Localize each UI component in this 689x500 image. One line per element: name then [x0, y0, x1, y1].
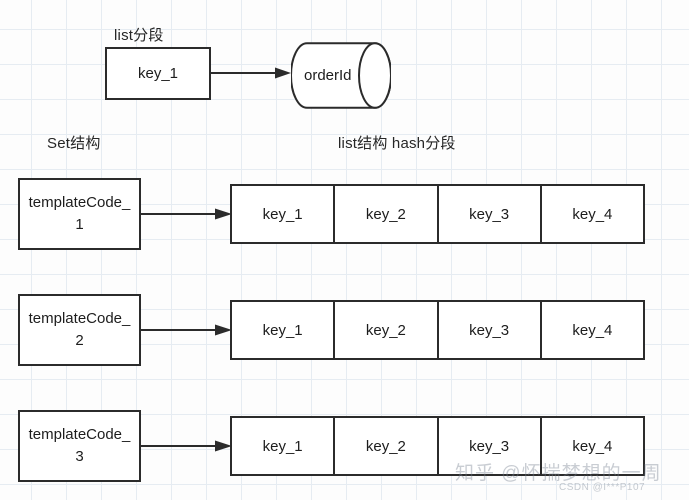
key-cell: key_4 [572, 437, 613, 455]
key-table-row-2: key_1 key_2 key_3 key_4 [230, 300, 645, 360]
label-list-fenduan: list分段 [114, 27, 164, 44]
key-cell: key_3 [439, 302, 542, 358]
source-box-templatecode-2: templateCode_2 [18, 294, 141, 366]
arrow-right-icon-row-1 [141, 208, 234, 220]
key-cell: key_2 [335, 186, 439, 242]
key-cell: key_3 [439, 186, 542, 242]
key-table-row-1: key_1 key_2 key_3 key_4 [230, 184, 645, 244]
cylinder-shape-orderid [291, 42, 391, 109]
key-cell: key_3 [439, 418, 542, 474]
watermark-zhihu: 知乎 @怀揣梦想的一周 [455, 463, 662, 484]
arrow-right-icon-top [211, 67, 293, 79]
arrow-right-icon-row-3 [141, 440, 234, 452]
cylinder-label-orderid: orderId [304, 67, 352, 84]
key-cell: key_4 [572, 321, 613, 339]
label-set-jiegou: Set结构 [47, 135, 101, 152]
top-source-box-key-1: key_1 [105, 47, 211, 100]
key-cell: key_4 [572, 205, 613, 223]
label-list-hash-fenduan: list结构 hash分段 [338, 135, 456, 152]
source-box-templatecode-3: templateCode_3 [18, 410, 141, 482]
arrow-right-icon-row-2 [141, 324, 234, 336]
watermark-csdn: CSDN @I***P107 [559, 482, 646, 493]
key-cell: key_2 [335, 302, 439, 358]
key-cell: key_1 [232, 302, 336, 358]
key-cell: key_1 [232, 418, 336, 474]
source-box-templatecode-1: templateCode_1 [18, 178, 141, 250]
key-table-row-3: key_1 key_2 key_3 key_4 [230, 416, 645, 476]
key-cell: key_2 [335, 418, 439, 474]
key-cell: key_1 [232, 186, 336, 242]
